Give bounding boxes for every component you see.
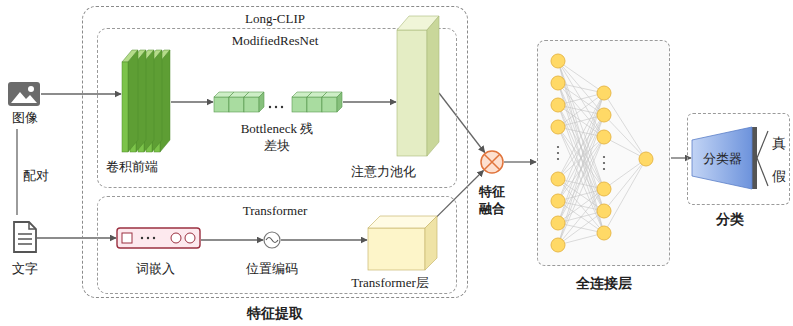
node-label: 注意力池化 (351, 163, 416, 180)
node-label: 位置编码 (246, 260, 298, 277)
output-label: 假 (772, 168, 786, 185)
resnet-group: ModifiedResNet 卷积前端 Bottleneck 残差块注意力池化 (97, 28, 457, 188)
node-label: Bottleneck 残差块 (239, 120, 315, 154)
fc-layer: 全连接层 (537, 40, 670, 266)
attention-pool-shape (336, 12, 444, 182)
classifier: 分类器 (690, 124, 754, 192)
node-label: 分类 (716, 211, 744, 228)
bottleneck-block: Bottleneck 残差块 (208, 84, 356, 150)
node-label: 文字 (12, 260, 38, 277)
connector (343, 101, 396, 102)
node-label: 分类器 (703, 150, 742, 167)
output-label: 真 (772, 135, 786, 152)
connector (171, 101, 213, 102)
word-embedding: 词嵌入 (110, 224, 208, 278)
connector (504, 161, 536, 162)
connector (281, 239, 367, 240)
edge-label: 配对 (22, 167, 50, 184)
node-label: ModifiedResNet (232, 32, 319, 49)
output-bar (752, 127, 757, 189)
position-encoding: 位置编码 (236, 228, 312, 278)
conv-stem: 卷积前端 (98, 46, 186, 176)
connector (16, 129, 17, 215)
node-label: Long-CLIP (245, 10, 305, 27)
text-input: 文字 (4, 218, 50, 278)
connector (671, 157, 691, 158)
feature-fusion: 特征 融合 (472, 148, 512, 218)
attention-pool: 注意力池化 (336, 12, 444, 182)
classify-group: 分类分类器 (687, 113, 790, 205)
feature-extraction-group: Long-CLIP特征提取ModifiedResNet卷积前端Bottlenec… (82, 6, 468, 298)
node-label: Transformer (243, 202, 308, 219)
conv-stem-shape (98, 46, 186, 176)
connector (41, 93, 121, 94)
connector (37, 237, 116, 238)
node-label: 图像 (12, 109, 38, 126)
node-label: 全连接层 (576, 275, 632, 292)
node-label: 卷积前端 (106, 158, 158, 175)
transformer-group: Transformer 词嵌入 位置编码 Transformer层 (97, 196, 457, 294)
output-lines (757, 131, 768, 186)
node-label: 特征提取 (247, 305, 303, 322)
fc-layer-shape (538, 41, 671, 267)
image-input: 图像 (4, 80, 50, 126)
connector (201, 239, 263, 240)
connector (439, 93, 485, 152)
node-label: 特征 融合 (478, 183, 506, 217)
transformer-layer: Transformer层 (336, 210, 442, 292)
node-label: Transformer层 (351, 274, 429, 291)
node-label: 词嵌入 (136, 260, 175, 277)
